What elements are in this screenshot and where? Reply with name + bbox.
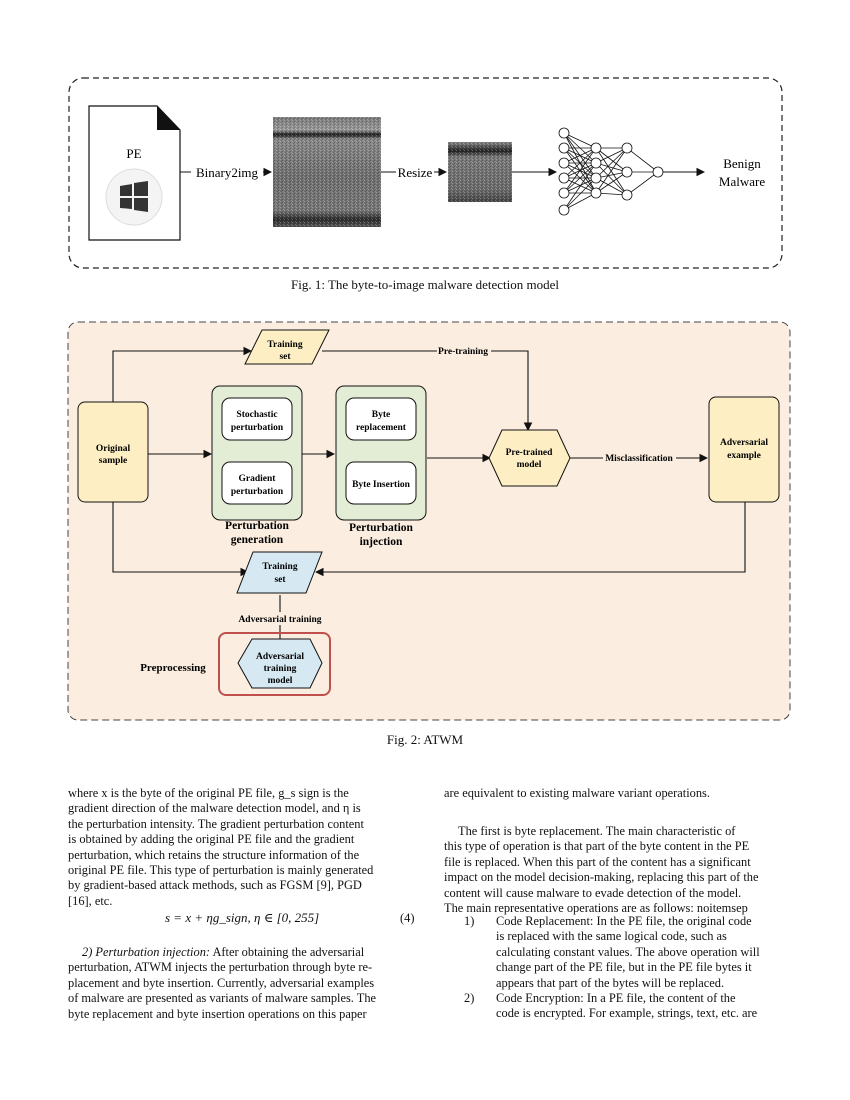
right-column-paragraph-1: are equivalent to existing malware varia… bbox=[444, 786, 794, 801]
left-p1-line-4: is obtained by adding the original PE fi… bbox=[68, 832, 355, 847]
adversarial-training-model-line1: Adversarial bbox=[256, 652, 304, 662]
adversarial-training-model-line3: model bbox=[268, 676, 293, 686]
section-heading-perturbation-injection: 2) Perturbation injection: bbox=[82, 945, 211, 959]
resize-label: Resize bbox=[398, 165, 433, 180]
list-item-1-line-4: change part of the PE file, but in the P… bbox=[496, 960, 752, 975]
figure-2-frame bbox=[67, 321, 791, 721]
byte-replacement-line1: Byte bbox=[372, 410, 390, 420]
list-item-2-number: 2) bbox=[464, 991, 475, 1005]
left-p2-line-3: placement and byte insertion. Currently,… bbox=[68, 975, 375, 990]
left-column-paragraph-1: where x is the byte of the original PE f… bbox=[68, 786, 418, 909]
perturbation-generation-line2: generation bbox=[231, 534, 284, 546]
stochastic-perturbation-line1: Stochastic bbox=[236, 410, 277, 420]
adversarial-training-label: Adversarial training bbox=[238, 615, 321, 625]
list-item-1-line-3: calculating constant values. The above o… bbox=[496, 944, 760, 959]
byte-insertion-box bbox=[345, 461, 417, 505]
left-p1-line-1: where x is the byte of the original PE f… bbox=[68, 786, 349, 800]
gradient-perturbation-box bbox=[221, 461, 293, 505]
training-set-bottom-line2: set bbox=[274, 575, 286, 585]
right-column-paragraph-2: The first is byte replacement. The main … bbox=[444, 824, 794, 916]
neural-network-icon bbox=[558, 127, 664, 216]
list-item-1-line-2: is replaced with the same logical code, … bbox=[496, 929, 727, 944]
left-p2-line-2: perturbation, ATWM injects the perturbat… bbox=[68, 960, 373, 975]
list-item-2: 2) Code Encryption: In a PE file, the co… bbox=[464, 991, 794, 1025]
gradient-perturbation-line1: Gradient bbox=[239, 474, 277, 484]
left-p1-line-2: gradient direction of the malware detect… bbox=[68, 801, 361, 816]
byte-replacement-box bbox=[345, 397, 417, 441]
adversarial-example-line1: Adversarial bbox=[720, 438, 768, 448]
right-p2-line-3: file is replaced. When this part of the … bbox=[444, 854, 751, 869]
adversarial-training-model-box bbox=[237, 638, 323, 689]
left-p1-line-7: by gradient-based attack methods, such a… bbox=[68, 878, 362, 893]
training-set-bottom-line1: Training bbox=[262, 562, 297, 572]
byte-insertion-label: Byte Insertion bbox=[352, 480, 411, 490]
preprocessing-label: Preprocessing bbox=[140, 662, 206, 674]
malware-label: Malware bbox=[719, 174, 765, 189]
perturbation-generation-line1: Perturbation bbox=[225, 520, 289, 532]
equation-4: s = x + ηg_sign, η ∈ [0, 255] bbox=[165, 910, 320, 925]
left-p2-line-4: of malware are presented as variants of … bbox=[68, 991, 377, 1006]
byte-replacement-line2: replacement bbox=[356, 423, 407, 433]
left-column-paragraph-2: 2) Perturbation injection: After obtaini… bbox=[68, 945, 418, 1022]
list-item-1-line-1: Code Replacement: In the PE file, the or… bbox=[496, 914, 752, 928]
figure-2-caption: Fig. 2: ATWM bbox=[386, 732, 464, 747]
original-sample-box bbox=[77, 401, 149, 503]
pre-training-label: Pre-training bbox=[438, 347, 488, 357]
figure-1-caption: Fig. 1: The byte-to-image malware detect… bbox=[291, 277, 559, 292]
resized-image bbox=[448, 142, 512, 202]
adversarial-example-line2: example bbox=[727, 451, 761, 461]
figure-1: PE Binary2img Resize bbox=[68, 77, 783, 269]
training-set-top-line2: set bbox=[279, 352, 291, 362]
misclassification-label: Misclassification bbox=[605, 454, 673, 464]
right-p2-line-4: impact on the model decision-making, rep… bbox=[444, 870, 759, 885]
left-p2-line-5: byte replacement and byte insertion oper… bbox=[68, 1006, 367, 1021]
list-item-2-line-2: code is encrypted. For example, strings,… bbox=[496, 1006, 758, 1021]
pe-file-icon bbox=[88, 105, 181, 241]
original-sample-line2: sample bbox=[99, 456, 128, 466]
perturbation-injection-line2: injection bbox=[360, 536, 403, 548]
right-p2-line-5: content will cause malware to evade dete… bbox=[444, 885, 742, 900]
right-p2-line-6: The main representative operations are a… bbox=[444, 901, 748, 916]
training-set-bottom bbox=[236, 551, 323, 594]
stochastic-perturbation-box bbox=[221, 397, 293, 441]
binary-image bbox=[273, 117, 381, 227]
binary2img-label: Binary2img bbox=[196, 165, 259, 180]
list-item-1-line-5: appears that part of the bytes will be r… bbox=[496, 975, 725, 990]
left-p1-line-6: original PE file. This type of perturbat… bbox=[68, 863, 374, 878]
right-p1-line-1: are equivalent to existing malware varia… bbox=[444, 786, 710, 800]
right-p2-line-2: this type of operation is that part of t… bbox=[444, 839, 750, 854]
list-item-1-number: 1) bbox=[464, 914, 475, 928]
pretrained-model-line2: model bbox=[517, 460, 542, 470]
pretrained-model-box bbox=[488, 429, 571, 487]
pe-label: PE bbox=[126, 146, 141, 161]
left-p1-line-5: perturbation, which retains the structur… bbox=[68, 847, 360, 862]
gradient-perturbation-line2: perturbation bbox=[231, 487, 284, 497]
figure-1-frame bbox=[68, 77, 783, 269]
benign-label: Benign bbox=[723, 156, 761, 171]
original-sample-line1: Original bbox=[96, 444, 131, 454]
list-item-1: 1) Code Replacement: In the PE file, the… bbox=[464, 914, 794, 994]
training-set-top bbox=[244, 329, 330, 365]
figure-2: Training set Pre-training Original sampl… bbox=[67, 321, 791, 721]
pretrained-model-line1: Pre-trained bbox=[506, 448, 553, 458]
right-p2-line-1: The first is byte replacement. The main … bbox=[458, 824, 736, 838]
left-p2-line-1: After obtaining the adversarial bbox=[212, 945, 365, 959]
training-set-top-line1: Training bbox=[267, 340, 302, 350]
list-item-2-line-1: Code Encryption: In a PE file, the conte… bbox=[496, 991, 736, 1005]
perturbation-injection-line1: Perturbation bbox=[349, 522, 413, 534]
adversarial-example-box bbox=[708, 396, 780, 503]
left-p1-line-8: [16], etc. bbox=[68, 893, 113, 908]
stochastic-perturbation-line2: perturbation bbox=[231, 423, 284, 433]
adversarial-training-model-line2: training bbox=[264, 664, 297, 674]
windows-logo-icon bbox=[120, 181, 148, 212]
equation-4-number: (4) bbox=[400, 911, 415, 925]
preprocessing-frame bbox=[218, 632, 331, 696]
left-p1-line-3: the perturbation intensity. The gradient… bbox=[68, 816, 364, 831]
